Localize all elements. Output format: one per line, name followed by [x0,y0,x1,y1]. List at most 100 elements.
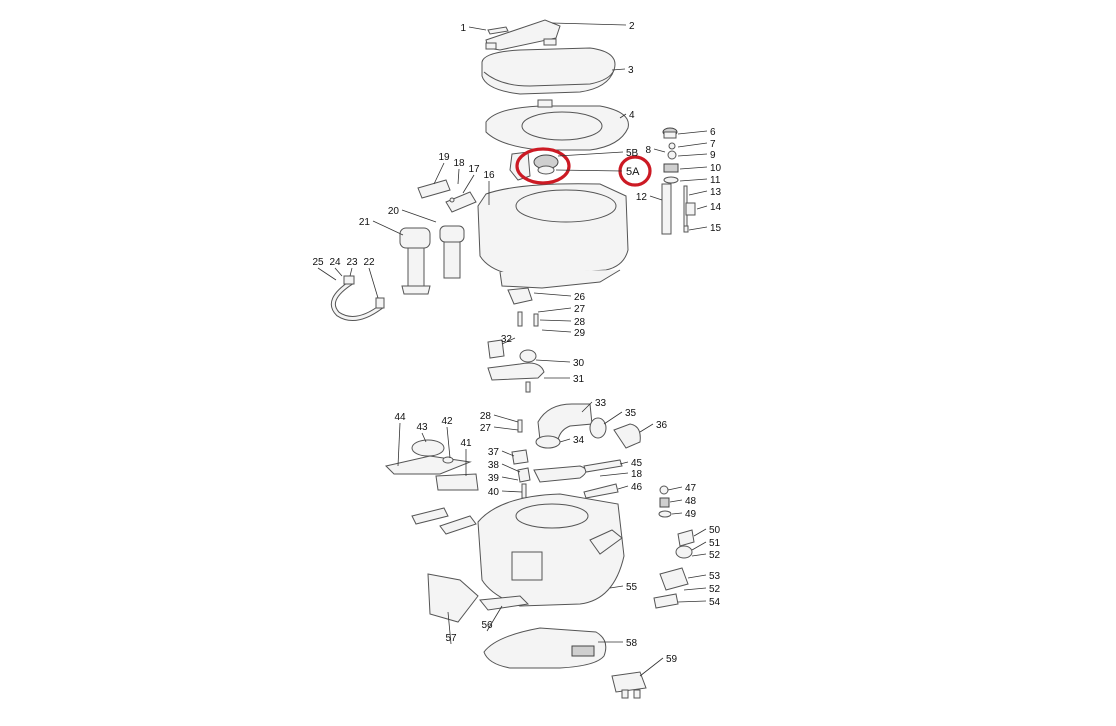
callout-58: 58 [626,638,638,649]
leader-56 [486,605,503,632]
callout-4: 4 [629,110,635,121]
callout-11: 11 [710,175,721,186]
leader-23 [349,267,353,277]
leader-1 [468,26,487,31]
callout-57: 57 [445,633,457,644]
callout-28a: 28 [574,317,586,328]
leader-27a [537,307,572,313]
leader-38 [501,463,521,473]
leader-5a [555,169,623,172]
leader-29 [541,329,572,333]
part-33-elbow [537,403,593,441]
part-53-clamp [659,567,689,591]
leader-57 [447,611,452,645]
part-14-cap [685,202,696,216]
callout-51: 51 [709,538,721,549]
callout-21: 21 [359,217,371,228]
callout-6: 6 [710,127,716,138]
callout-42: 42 [441,416,453,427]
callout-30: 30 [573,358,585,369]
leader-39 [501,476,519,481]
callout-14: 14 [710,202,722,213]
callout-10: 10 [710,163,722,174]
callout-53: 53 [709,571,721,582]
part-46-bar [583,483,619,499]
leader-28b [493,414,519,423]
leader-48 [669,499,683,503]
leader-25 [317,267,337,281]
part-36-coupler [613,423,641,449]
callout-3: 3 [628,65,634,76]
callout-46: 46 [631,482,643,493]
callout-29: 29 [574,328,586,339]
leader-21 [372,220,404,236]
leader-55 [609,585,624,589]
part-41-plate [435,473,479,491]
leader-20 [401,209,437,223]
leader-10 [679,166,708,170]
callout-15: 15 [710,223,722,234]
callout-24: 24 [329,257,341,268]
callout-59: 59 [666,654,678,665]
part-32-block [487,339,505,359]
callout-48: 48 [685,496,697,507]
leader-3 [611,68,626,71]
callout-17: 17 [468,164,480,175]
callout-1: 1 [460,23,466,34]
callout-56: 56 [481,620,493,631]
callout-49: 49 [685,509,697,520]
leader-33 [581,401,593,413]
part-57-panel [427,573,479,623]
leader-40 [501,490,523,493]
callout-12: 12 [636,192,648,203]
callout-41: 41 [460,438,472,449]
leader-18b [599,472,629,477]
callout-52a: 52 [709,550,721,561]
leader-52a [691,553,707,557]
callout-7: 7 [710,139,716,150]
leader-27b [493,426,519,431]
leader-28a [539,319,572,322]
callout-44: 44 [394,412,406,423]
leader-59 [639,657,664,677]
callout-54: 54 [709,597,721,608]
callout-33: 33 [595,398,607,409]
part-54-clip [653,593,679,609]
callout-32: 32 [501,334,513,345]
highlight-label-5a: 5A [626,166,640,178]
part-21-pump [399,227,431,249]
part-17-lever [445,191,477,213]
leader-lines [317,22,708,677]
callout-27b: 27 [480,423,492,434]
part-50-piece [677,529,695,547]
leader-51 [691,541,707,551]
callout-50: 50 [709,525,721,536]
callout-18a: 18 [453,158,465,169]
callout-34: 34 [573,435,585,446]
leader-22 [368,267,379,299]
callout-45: 45 [631,458,643,469]
leader-12 [649,195,663,201]
part-19-handle [417,179,451,199]
leader-24 [334,267,343,277]
leader-26 [533,292,572,297]
leader-32 [501,337,516,345]
part-12-rod [661,183,672,235]
callout-16: 16 [483,170,495,181]
leader-34 [559,438,571,443]
callout-18b: 18 [631,469,643,480]
part-37-valve [511,449,529,465]
leader-14 [696,205,708,210]
callout-20: 20 [388,206,400,217]
callout-55: 55 [626,582,638,593]
callout-2: 2 [629,21,635,32]
callout-27a: 27 [574,304,586,315]
leader-7 [677,142,708,148]
leader-53 [687,574,707,579]
callout-28b: 28 [480,411,492,422]
highlight-ring-part [515,147,571,185]
part-59-clip [611,671,647,693]
callout-43: 43 [416,422,428,433]
leader-5B [557,151,624,157]
callout-22: 22 [363,257,375,268]
